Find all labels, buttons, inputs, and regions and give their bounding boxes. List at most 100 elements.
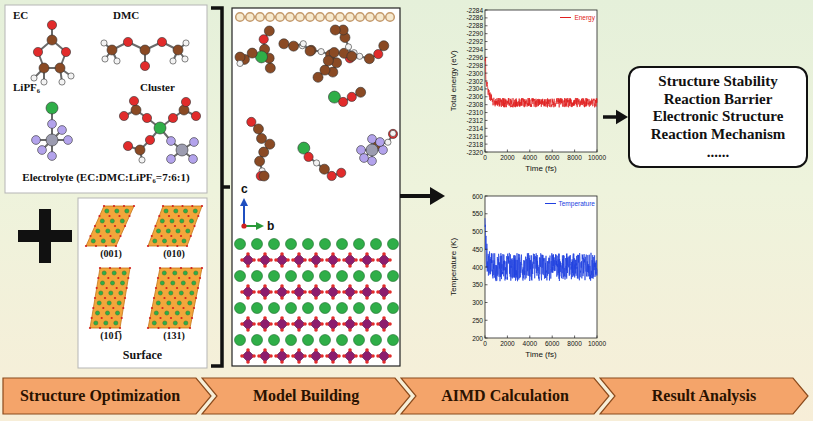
lithium-dot bbox=[171, 281, 175, 285]
lithium-atom bbox=[303, 335, 314, 346]
atom bbox=[33, 47, 42, 56]
oxygen-atom bbox=[382, 360, 386, 364]
lithium-atom bbox=[303, 239, 314, 250]
tick-mark bbox=[485, 41, 488, 42]
oxygen-atom bbox=[325, 290, 329, 294]
oxygen-dot bbox=[174, 297, 176, 299]
lithium-atom bbox=[354, 271, 365, 282]
tick-mark bbox=[552, 336, 553, 339]
atom bbox=[46, 102, 58, 114]
oxygen-atom bbox=[320, 322, 324, 326]
oxygen-atom bbox=[280, 328, 284, 332]
oxygen-atom bbox=[382, 328, 386, 332]
oxygen-atom bbox=[371, 354, 375, 358]
oxygen-dot bbox=[199, 277, 201, 279]
oxygen-dot bbox=[124, 225, 126, 227]
atom bbox=[300, 41, 306, 47]
stage-chevron: Model Building bbox=[201, 377, 411, 415]
oxygen-atom bbox=[314, 360, 318, 364]
data-line bbox=[485, 57, 597, 107]
atom bbox=[170, 58, 176, 64]
lithium-atom bbox=[371, 303, 382, 314]
oxygen-atom bbox=[274, 322, 278, 326]
oxygen-atom bbox=[348, 296, 352, 300]
lithium-dot bbox=[116, 229, 120, 233]
oxygen-atom bbox=[240, 322, 244, 326]
oxygen-atom bbox=[286, 290, 290, 294]
oxygen-atom bbox=[280, 264, 284, 268]
lithium-atom bbox=[320, 239, 331, 250]
plot-frame bbox=[485, 196, 597, 338]
facet-label: (001) bbox=[81, 248, 141, 260]
oxygen-atom bbox=[280, 360, 284, 364]
atom bbox=[31, 75, 37, 81]
lithium-atom bbox=[269, 303, 280, 314]
atom bbox=[345, 44, 351, 50]
lithium-atom bbox=[388, 239, 399, 250]
tick-mark bbox=[485, 152, 488, 153]
vacuum-atom bbox=[256, 13, 265, 22]
lithium-atom bbox=[371, 335, 382, 346]
lithium-dot bbox=[177, 301, 181, 305]
oxygen-atom bbox=[286, 322, 290, 326]
oxygen-atom bbox=[246, 264, 250, 268]
tick-label: -2288 bbox=[453, 21, 483, 30]
oxygen-atom bbox=[365, 264, 369, 268]
oxygen-atom bbox=[325, 322, 329, 326]
oxygen-atom bbox=[388, 290, 392, 294]
oxygen-atom bbox=[240, 290, 244, 294]
tick-label: 0 bbox=[470, 153, 500, 162]
lithium-dot bbox=[176, 229, 180, 233]
oxygen-atom bbox=[388, 258, 392, 262]
lithium-dot bbox=[107, 301, 111, 305]
oxygen-atom bbox=[337, 322, 341, 326]
oxygen-atom bbox=[263, 264, 267, 268]
oxygen-dot bbox=[105, 245, 107, 247]
oxygen-dot bbox=[182, 307, 184, 309]
tick-mark bbox=[485, 17, 488, 18]
atom bbox=[368, 157, 377, 166]
chevron-fill bbox=[3, 378, 211, 414]
oxygen-dot bbox=[164, 225, 166, 227]
oxygen-dot bbox=[195, 297, 197, 299]
oxygen-dot bbox=[190, 235, 192, 237]
tick-mark bbox=[485, 144, 488, 145]
lithium-dot bbox=[167, 301, 171, 305]
oxygen-atom bbox=[308, 258, 312, 262]
lithium-atom bbox=[269, 271, 280, 282]
oxygen-dot bbox=[104, 225, 106, 227]
lithium-dot bbox=[125, 209, 129, 213]
oxygen-dot bbox=[178, 277, 180, 279]
lithium-dot bbox=[158, 291, 162, 295]
oxygen-dot bbox=[172, 307, 174, 309]
tick-mark bbox=[485, 320, 488, 321]
oxygen-dot bbox=[201, 267, 203, 269]
tick-mark bbox=[485, 196, 488, 197]
atom bbox=[385, 139, 391, 145]
atom bbox=[114, 58, 120, 64]
oxygen-atom bbox=[291, 258, 295, 262]
tick-mark bbox=[552, 150, 553, 153]
lithium-atom bbox=[286, 303, 297, 314]
chevron-fill bbox=[600, 378, 808, 414]
oxygen-atom bbox=[263, 252, 267, 256]
lithium-dot bbox=[100, 219, 104, 223]
bracket bbox=[211, 8, 230, 366]
oxygen-atom bbox=[354, 290, 358, 294]
lithium-dot bbox=[172, 239, 176, 243]
oxygen-atom bbox=[348, 284, 352, 288]
tick-mark bbox=[485, 249, 488, 250]
facet-label: (010) bbox=[144, 248, 204, 260]
tick-mark bbox=[485, 338, 488, 339]
arrow-shaft bbox=[400, 194, 432, 198]
vacuum-atom bbox=[346, 13, 355, 22]
atom bbox=[374, 49, 383, 58]
axis-head bbox=[240, 198, 248, 206]
atom bbox=[339, 97, 348, 106]
oxygen-atom bbox=[291, 354, 295, 358]
oxygen-dot bbox=[168, 215, 170, 217]
plus-sign bbox=[18, 209, 72, 263]
oxygen-atom bbox=[257, 322, 261, 326]
oxygen-atom bbox=[314, 252, 318, 256]
lithium-atom bbox=[286, 335, 297, 346]
